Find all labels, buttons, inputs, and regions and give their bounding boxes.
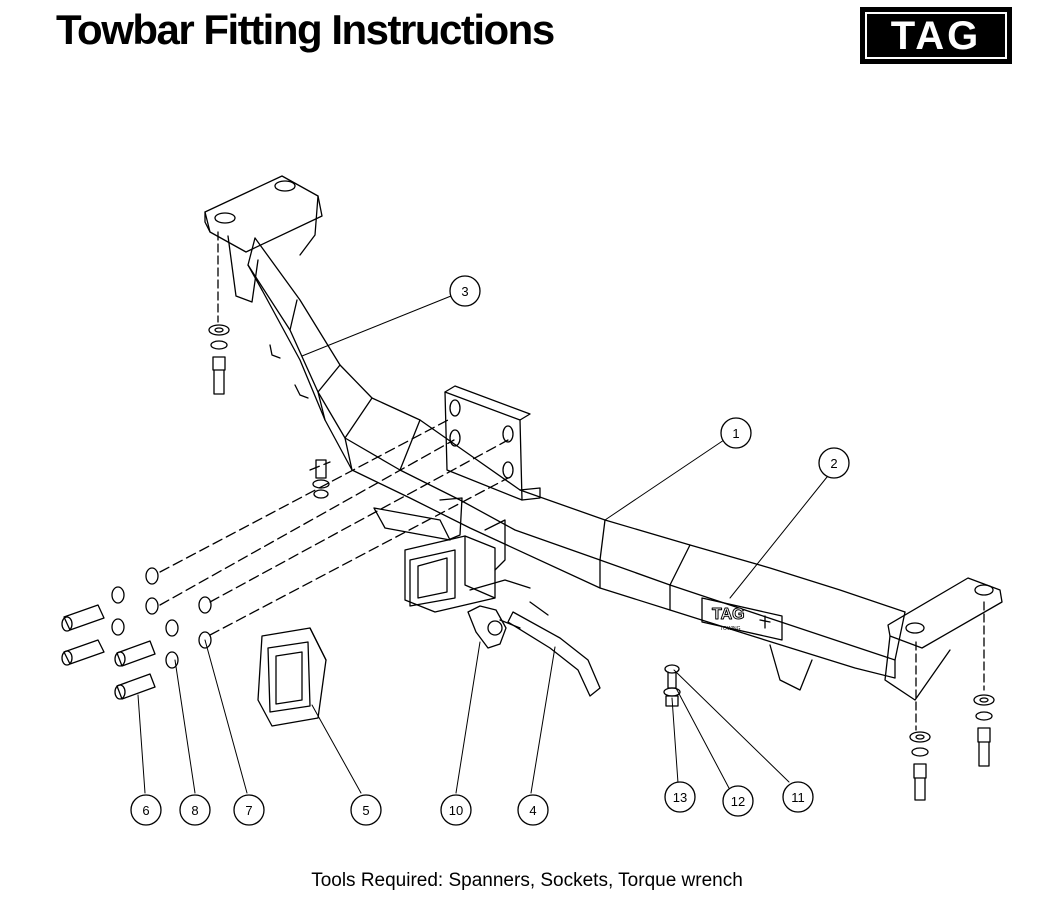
callout-2: 2 [818, 447, 850, 479]
left-mounting-bracket [204, 175, 323, 399]
svg-text:4: 4 [529, 803, 536, 818]
svg-text:7: 7 [245, 803, 252, 818]
callout-13: 13 [664, 781, 696, 813]
towbar-main-bar [247, 237, 906, 679]
tools-required-text: Tools Required: Spanners, Sockets, Torqu… [311, 870, 743, 891]
callout-5: 5 [350, 794, 382, 826]
callout-1: 1 [720, 417, 752, 449]
plate-text: TAG [712, 606, 745, 623]
svg-text:2: 2 [830, 456, 837, 471]
callout-12: 12 [722, 785, 754, 817]
receiver-mounting-plate [444, 385, 541, 501]
right-bracket-fasteners [909, 694, 995, 801]
receiver-cover [257, 627, 327, 727]
dog-bolt-assembly [663, 664, 681, 707]
left-bracket-fasteners [208, 324, 230, 395]
svg-text:8: 8 [191, 803, 198, 818]
callout-6: 6 [130, 794, 162, 826]
leader-lines [137, 295, 828, 794]
brand-logo: TAG [860, 7, 1012, 64]
svg-text:5: 5 [362, 803, 369, 818]
tag-towing-plate: TAG TOWING [701, 597, 783, 641]
callout-11: 11 [782, 781, 814, 813]
receiver-hitch-box [373, 497, 531, 613]
callout-4: 4 [517, 794, 549, 826]
page-title: Towbar Fitting Instructions [56, 6, 555, 53]
callout-3: 3 [449, 275, 481, 307]
receiver-bolt-set [61, 419, 509, 700]
svg-text:1: 1 [732, 426, 739, 441]
plate-subtext: TOWING [720, 626, 741, 632]
svg-text:6: 6 [142, 803, 149, 818]
hitch-pin [507, 601, 601, 697]
callout-8: 8 [179, 794, 211, 826]
brand-logo-text: TAG [890, 13, 982, 58]
svg-text:12: 12 [731, 794, 745, 809]
svg-text:13: 13 [673, 790, 687, 805]
callout-7: 7 [233, 794, 265, 826]
svg-text:3: 3 [461, 284, 468, 299]
pin-clip [467, 605, 521, 649]
right-mounting-bracket [769, 577, 1003, 731]
svg-text:11: 11 [791, 790, 805, 805]
callout-10: 10 [440, 794, 472, 826]
svg-text:10: 10 [449, 803, 463, 818]
